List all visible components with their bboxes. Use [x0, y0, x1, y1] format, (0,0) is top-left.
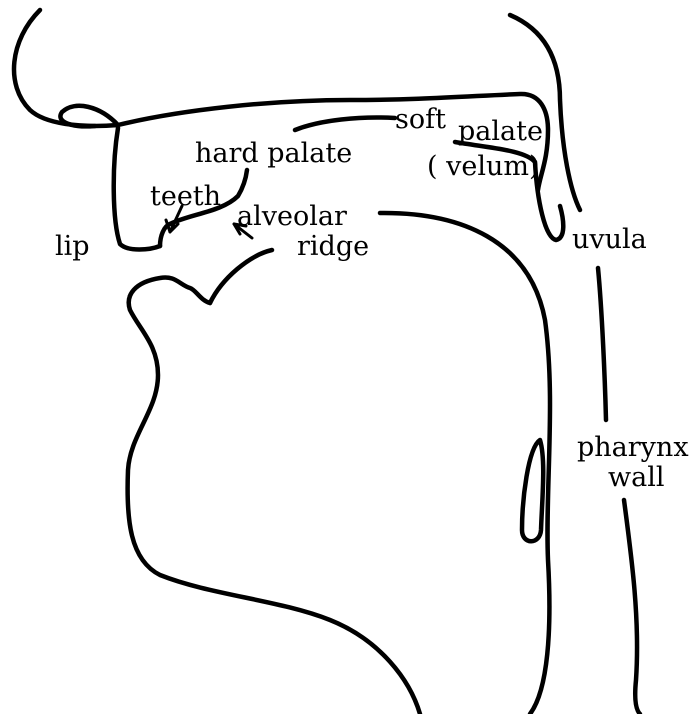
label-lip: lip [55, 231, 90, 262]
tongue-tip-outline [210, 250, 272, 303]
pharynx-lower-wall [624, 500, 640, 714]
label-ridge: ridge [297, 231, 369, 262]
nostril-outline [60, 106, 118, 127]
label-soft: soft [395, 104, 446, 135]
label-velum: ( velum) [427, 151, 540, 182]
label-hard-palate: hard palate [195, 138, 352, 169]
label-wall: wall [608, 462, 664, 493]
label-teeth: teeth [150, 181, 221, 212]
tongue-outline [380, 213, 550, 714]
epiglottis-outline [522, 440, 543, 541]
label-pharynx: pharynx [577, 432, 689, 463]
lower-lip-chin-outline [128, 277, 420, 714]
label-palate: palate [458, 116, 543, 147]
label-uvula: uvula [572, 224, 647, 255]
hard-palate-leader [295, 118, 395, 131]
label-alveolar: alveolar [237, 201, 347, 232]
pharynx-back-wall [598, 268, 606, 420]
